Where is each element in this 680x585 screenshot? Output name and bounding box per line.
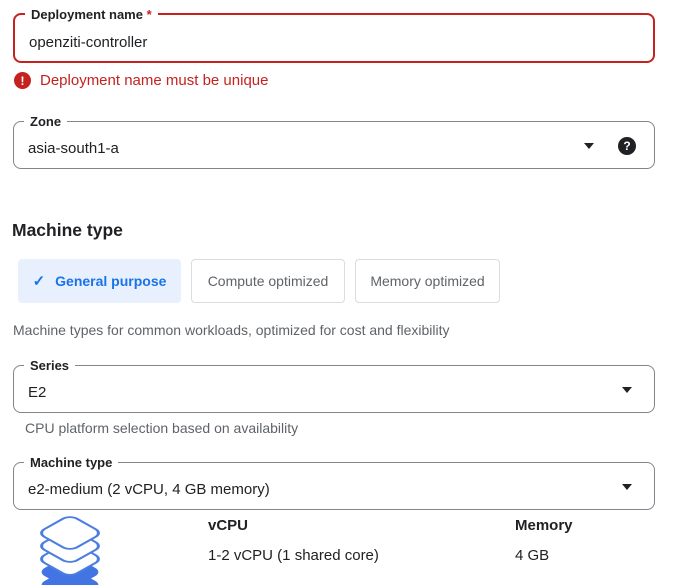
- chevron-down-icon: [584, 143, 594, 149]
- deployment-name-input[interactable]: [29, 31, 563, 53]
- series-field[interactable]: Series E2: [13, 357, 655, 413]
- vcpu-value: 1-2 vCPU (1 shared core): [208, 547, 379, 564]
- machine-family-description: Machine types for common workloads, opti…: [13, 322, 450, 338]
- deployment-name-error: ! Deployment name must be unique: [14, 72, 268, 89]
- memory-spec: Memory 4 GB: [515, 517, 573, 564]
- tab-general-purpose[interactable]: ✓ General purpose: [18, 259, 181, 303]
- machine-type-value: e2-medium (2 vCPU, 4 GB memory): [28, 481, 270, 498]
- zone-value: asia-south1-a: [28, 140, 119, 157]
- series-label: Series: [24, 357, 76, 374]
- zone-help-icon[interactable]: ?: [618, 137, 636, 155]
- tab-memory-optimized[interactable]: Memory optimized: [355, 259, 500, 303]
- machine-type-label: Machine type: [24, 454, 119, 471]
- deployment-name-label: Deployment name *: [25, 6, 158, 23]
- series-helper-text: CPU platform selection based on availabi…: [25, 420, 299, 436]
- vcpu-header: vCPU: [208, 517, 249, 534]
- required-asterisk: *: [146, 7, 152, 22]
- error-icon: !: [14, 72, 31, 89]
- deployment-name-field[interactable]: Deployment name *: [13, 6, 655, 63]
- vcpu-spec: vCPU 1-2 vCPU (1 shared core): [208, 517, 379, 564]
- layers-icon: [40, 516, 100, 585]
- zone-field[interactable]: Zone asia-south1-a ?: [13, 113, 655, 169]
- deployment-name-label-text: Deployment name: [31, 7, 143, 22]
- chevron-down-icon: [622, 387, 632, 393]
- zone-label: Zone: [24, 113, 68, 130]
- tab-label: General purpose: [55, 273, 167, 289]
- error-message: Deployment name must be unique: [40, 72, 269, 89]
- check-icon: ✓: [32, 273, 46, 290]
- memory-value: 4 GB: [515, 547, 550, 564]
- chevron-down-icon: [622, 484, 632, 490]
- tab-label: Memory optimized: [370, 273, 485, 289]
- machine-family-tabs: ✓ General purpose Compute optimized Memo…: [18, 259, 500, 303]
- series-value: E2: [28, 384, 47, 401]
- memory-header: Memory: [515, 517, 573, 534]
- tab-label: Compute optimized: [207, 273, 329, 289]
- tab-compute-optimized[interactable]: Compute optimized: [191, 259, 345, 303]
- machine-type-field[interactable]: Machine type e2-medium (2 vCPU, 4 GB mem…: [13, 454, 655, 510]
- machine-type-heading: Machine type: [12, 220, 123, 240]
